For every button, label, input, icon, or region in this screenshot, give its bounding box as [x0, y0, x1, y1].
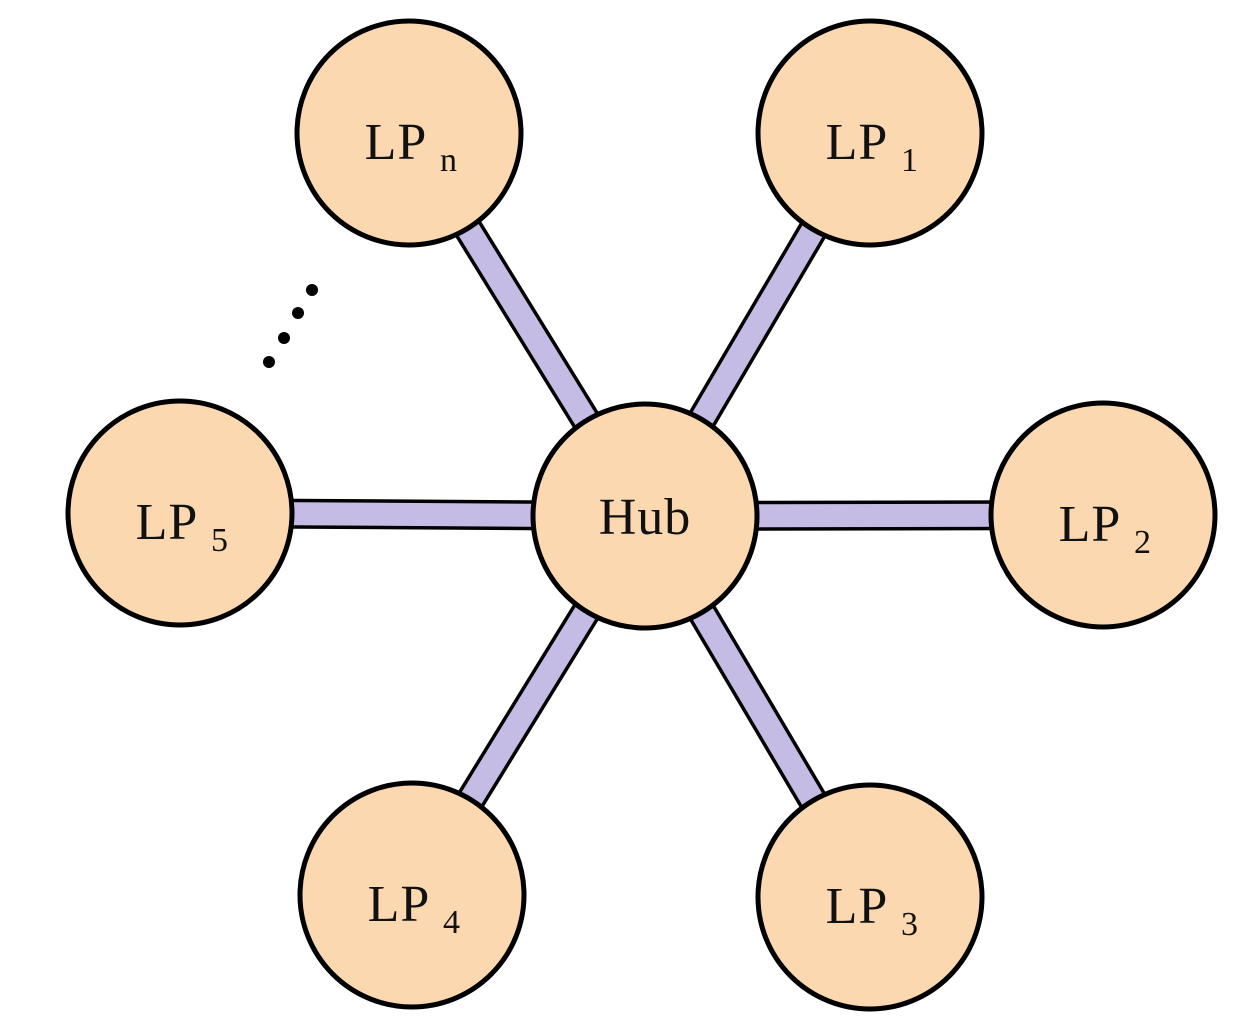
- node-circle-lp2: [988, 400, 1218, 630]
- node-hub: Hub: [530, 401, 760, 631]
- ellipsis-dot: [278, 332, 290, 344]
- node-subscript-lp4: 4: [443, 904, 460, 941]
- node-lp1: LP 1: [755, 18, 985, 248]
- node-subscript-lp5: 5: [211, 522, 228, 559]
- node-lp5: LP 5: [65, 398, 295, 628]
- node-circle-lp1: [755, 18, 985, 248]
- node-circle-lp3: [755, 782, 985, 1012]
- node-lp2: LP 2: [988, 400, 1218, 630]
- node-subscript-lp2: 2: [1134, 524, 1151, 561]
- node-subscript-lp3: 3: [901, 906, 918, 943]
- node-label-hub: Hub: [599, 489, 692, 546]
- node-circle-lpn: [294, 18, 524, 248]
- node-circle-hub: [530, 401, 760, 631]
- ellipsis-dot: [306, 284, 318, 296]
- node-label-lp1: LP: [826, 114, 889, 171]
- ellipsis-dot: [292, 307, 304, 319]
- node-circle-lp5: [65, 398, 295, 628]
- ellipsis-dot: [263, 356, 275, 368]
- ellipsis-dots: [263, 284, 318, 368]
- node-lpn: LP n: [294, 18, 524, 248]
- node-label-lp2: LP: [1059, 496, 1122, 553]
- node-lp4: LP 4: [297, 780, 527, 1010]
- node-subscript-lp1: 1: [901, 142, 918, 179]
- node-lp3: LP 3: [755, 782, 985, 1012]
- node-circle-lp4: [297, 780, 527, 1010]
- node-label-lpn: LP: [365, 114, 428, 171]
- node-label-lp5: LP: [136, 494, 199, 551]
- node-label-lp4: LP: [368, 876, 431, 933]
- node-label-lp3: LP: [826, 878, 889, 935]
- node-subscript-lpn: n: [440, 142, 457, 179]
